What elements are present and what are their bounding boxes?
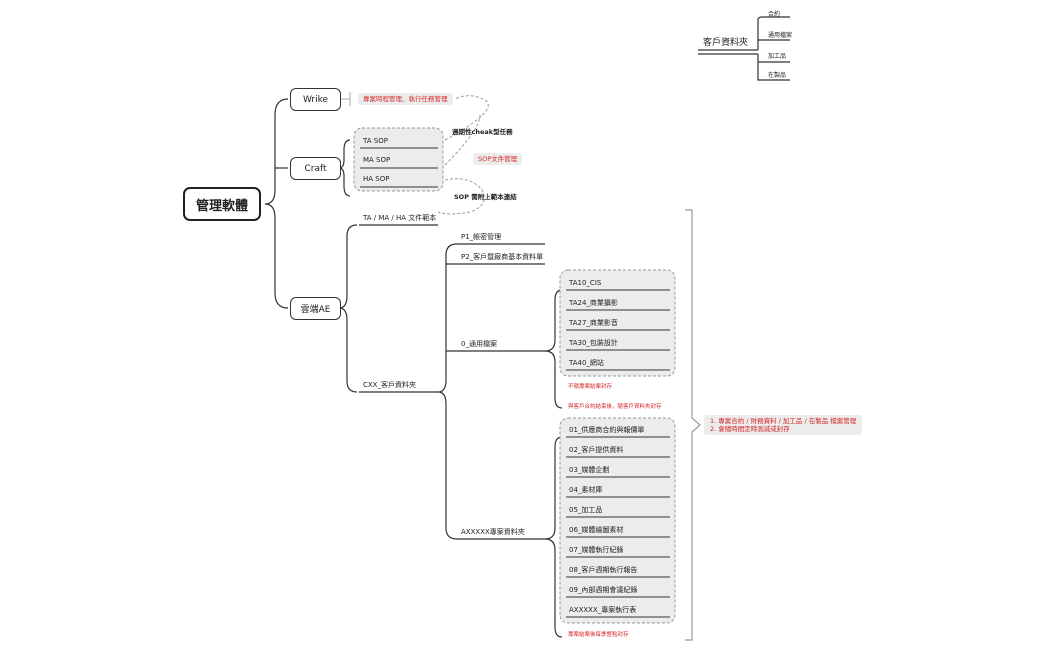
project-item[interactable]: 06_媒體繪圖素材 (569, 526, 624, 534)
legend-item: 合約 (768, 11, 781, 18)
side-note-line: 1. 專案合約 / 財務資料 / 加工品 / 在製品 檔案管理 (710, 417, 857, 425)
project-node[interactable]: AXXXXX專案資料夾 (461, 528, 525, 536)
client-folder-node[interactable]: CXX_客戶資料夾 (363, 381, 416, 389)
ae-brace (338, 224, 358, 393)
general-brace (544, 289, 563, 409)
weekly-check-note: 週期性cheak型任務 (452, 128, 513, 136)
general-item[interactable]: TA10_CIS (569, 279, 602, 287)
craft-item-ma[interactable]: MA SOP (363, 156, 391, 164)
general-item[interactable]: TA30_包裝設計 (569, 339, 618, 347)
general-note: 不隨專案結案封存 (568, 384, 613, 390)
root-node[interactable]: 管理軟體 (183, 187, 261, 221)
project-item[interactable]: 03_媒體企劃 (569, 466, 610, 474)
side-note: 1. 專案合約 / 財務資料 / 加工品 / 在製品 檔案管理 2. 會隨時間定… (704, 415, 863, 435)
relation-template (437, 178, 485, 215)
project-item[interactable]: 09_內部週期會議紀錄 (569, 586, 638, 594)
client-brace (437, 243, 458, 540)
project-item[interactable]: 04_素材庫 (569, 486, 603, 494)
general-note: 與客戶合約結束後，隨客戶資料夾封存 (568, 404, 662, 410)
general-item[interactable]: TA40_網站 (569, 359, 604, 367)
side-note-line: 2. 會隨時間定時測減或封存 (710, 425, 790, 433)
project-item[interactable]: AXXXXX_專案執行表 (569, 606, 637, 614)
branch-craft[interactable]: Craft (290, 157, 341, 180)
p1-node[interactable]: P1_帳密管理 (461, 233, 502, 241)
branch-wrike-label: Wrike (302, 94, 329, 105)
project-item[interactable]: 05_加工品 (569, 506, 603, 514)
project-note: 專案結案後每季整點封存 (568, 632, 629, 638)
root-brace (264, 98, 289, 309)
sop-link-note: SOP 需附上範本連結 (454, 193, 517, 201)
legend-item: 加工品 (768, 53, 787, 60)
template-node[interactable]: TA / MA / HA 文件範本 (363, 214, 437, 222)
general-item[interactable]: TA27_商業影音 (569, 319, 618, 327)
project-group (559, 417, 676, 624)
right-bracket (685, 209, 701, 641)
legend-item: 通用檔案 (768, 32, 793, 39)
branch-wrike[interactable]: Wrike (290, 88, 341, 111)
branch-ae[interactable]: 雲端AE (290, 297, 341, 320)
branch-craft-label: Craft (304, 163, 327, 174)
project-item[interactable]: 01_供應商合約與報價單 (569, 426, 645, 434)
craft-group (353, 127, 444, 192)
project-item[interactable]: 02_客戶提供資料 (569, 446, 624, 454)
root-label: 管理軟體 (195, 198, 248, 214)
sop-mgmt-note: SOP文件管理 (473, 153, 523, 165)
project-item[interactable]: 08_客戶週期執行報告 (569, 566, 638, 574)
general-node[interactable]: 0_通用檔案 (461, 340, 497, 348)
general-item[interactable]: TA24_商業攝影 (569, 299, 618, 307)
p2-node[interactable]: P2_客戶暨廠商基本資料單 (461, 253, 544, 261)
legend-item: 在製品 (768, 72, 787, 79)
wrike-note: 專案時程管理、執行任務管理 (358, 93, 453, 105)
legend-title: 客戶資料夾 (703, 38, 749, 48)
project-brace (544, 436, 563, 638)
craft-item-ta[interactable]: TA SOP (363, 137, 388, 145)
craft-item-ha[interactable]: HA SOP (363, 175, 390, 183)
project-item[interactable]: 07_媒體執行紀錄 (569, 546, 624, 554)
branch-ae-label: 雲端AE (300, 305, 331, 315)
